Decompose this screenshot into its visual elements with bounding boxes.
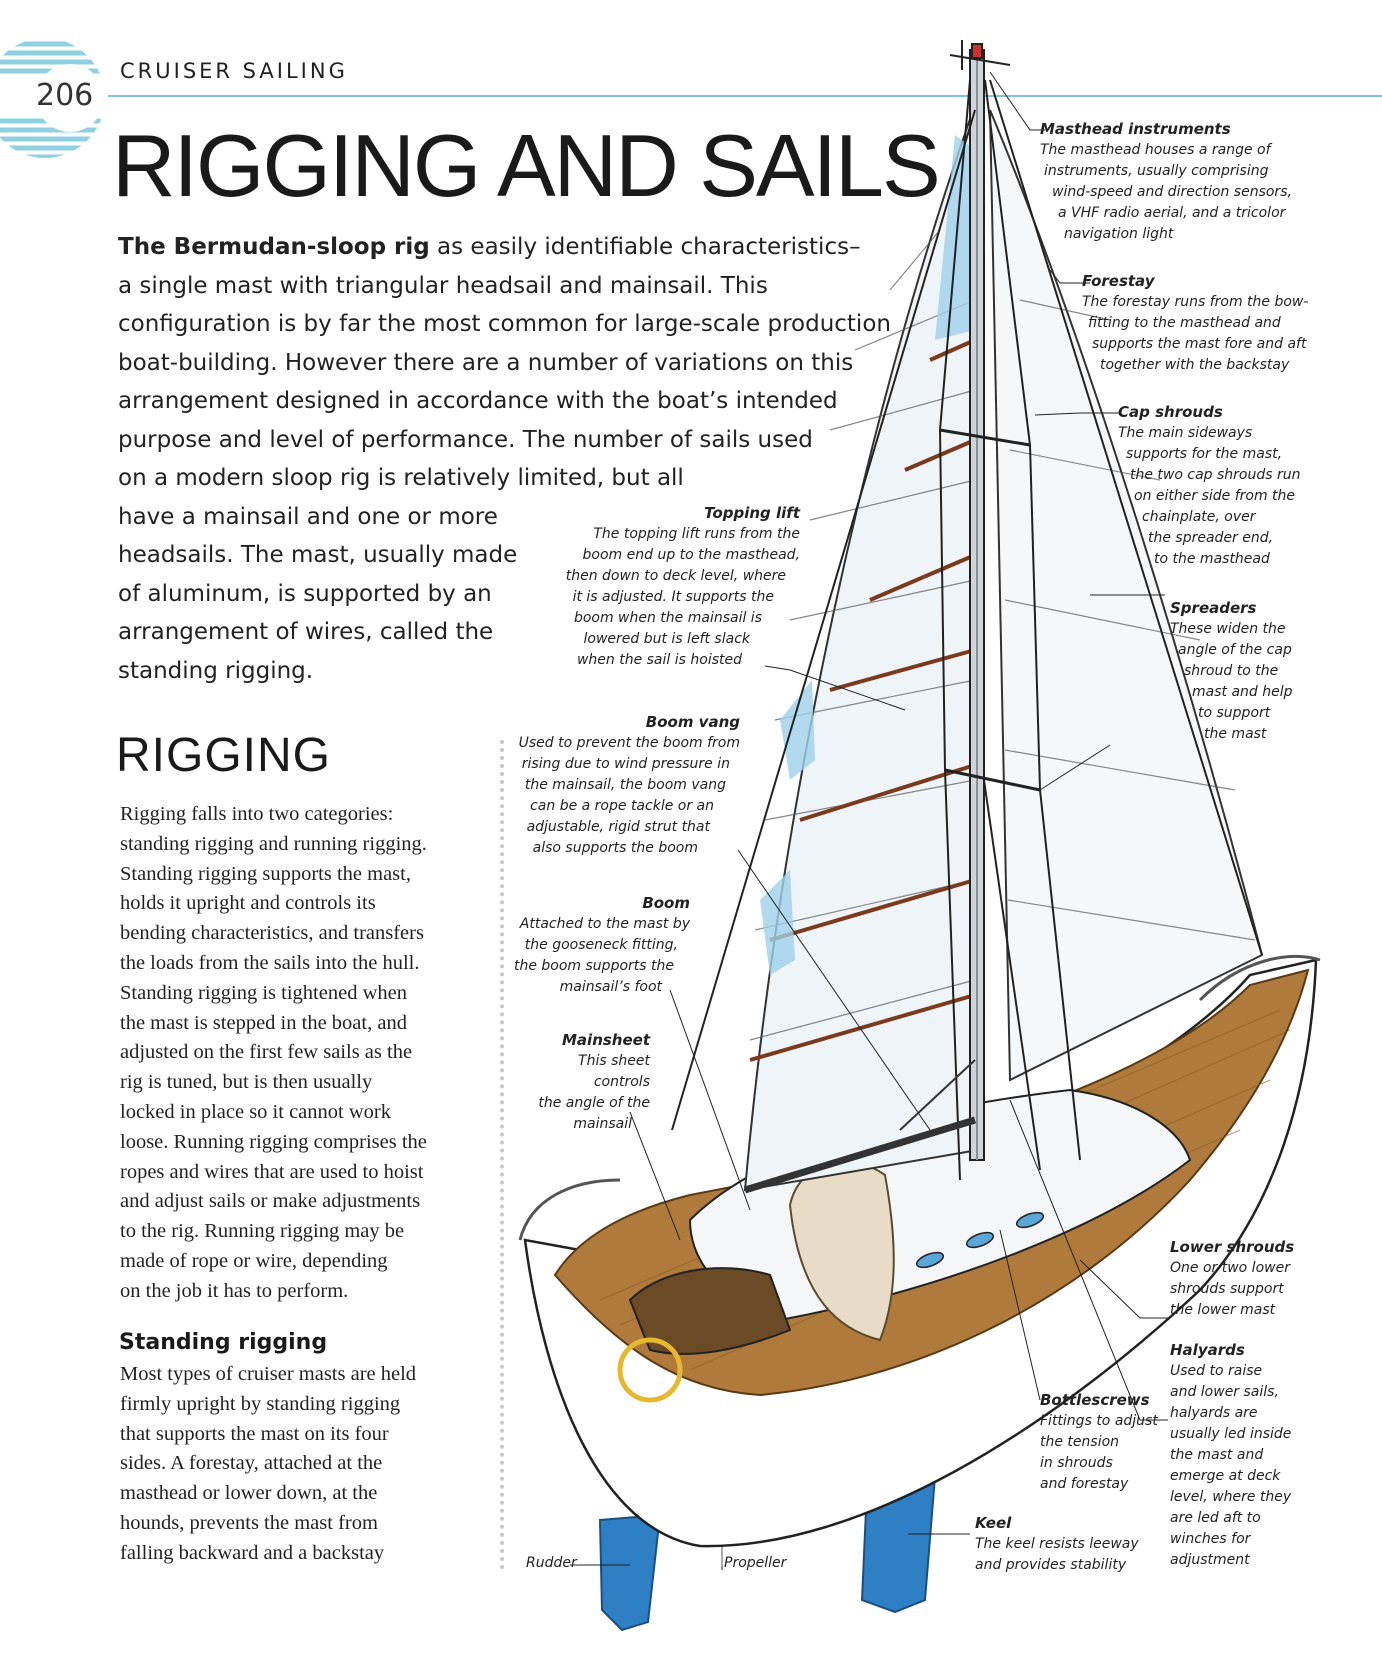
body-line: to the rig. Running rigging may be: [120, 1220, 405, 1243]
label-spreaders: Spreaders These widen the angle of the c…: [1170, 599, 1293, 742]
body-line: Standing rigging supports the mast,: [120, 862, 411, 885]
label-forestay: Forestay The forestay runs from the bow-…: [1082, 272, 1309, 373]
label-mainsheet: Mainsheet This sheet controls the angle …: [538, 1031, 650, 1132]
body-line: the mast is stepped in the boat, and: [120, 1011, 407, 1034]
intro-line: arrangement designed in accordance with …: [118, 388, 838, 414]
label-cap-shrouds: Cap shrouds The main sideways supports f…: [1118, 403, 1301, 567]
intro-line: boat-building. However there are a numbe…: [118, 349, 854, 376]
body-line: rig is tuned, but is then usually: [120, 1071, 373, 1094]
body-line: and adjust sails or make adjustments: [120, 1190, 421, 1213]
intro-line: of aluminum, is supported by an: [118, 580, 492, 607]
body-line: Standing rigging is tightened when: [120, 981, 407, 1004]
label-rudder: Rudder: [526, 1555, 577, 1571]
body-line: made of rope or wire, depending: [120, 1249, 388, 1272]
section-title: CRUISER SAILING: [120, 59, 348, 83]
label-keel: Keel The keel resists leeway and provide…: [975, 1514, 1139, 1573]
intro-line: on a modern sloop rig is relatively limi…: [118, 465, 684, 491]
body-line: firmly upright by standing rigging: [120, 1392, 401, 1415]
body-line: standing rigging and running rigging.: [120, 832, 427, 855]
body-line: masthead or lower down, at the: [120, 1482, 378, 1505]
intro-line: standing rigging.: [118, 657, 314, 684]
body-line: holds it upright and controls its: [120, 892, 376, 915]
cockpit: [628, 1267, 792, 1355]
label-boom: Boom Attached to the mast by the goosene…: [513, 894, 690, 995]
intro-line: The Bermudan-sloop rig as easily identif…: [118, 234, 861, 260]
label-lower-shrouds: Lower shrouds One or two lower shrouds s…: [1170, 1238, 1295, 1318]
body-line: that supports the mast on its four: [120, 1422, 389, 1445]
body-line: Most types of cruiser masts are held: [120, 1363, 417, 1385]
body-line: hounds, prevents the mast from: [120, 1511, 378, 1534]
label-masthead-instruments: Masthead instruments The masthead houses…: [1040, 120, 1292, 242]
rudder-blade: [598, 1513, 662, 1632]
intro-line: have a mainsail and one or more: [118, 503, 498, 530]
intro-line: arrangement of wires, called the: [118, 619, 494, 645]
standing-rigging-heading: Standing rigging: [119, 1330, 328, 1355]
label-halyards: Halyards Used to raise and lower sails, …: [1170, 1341, 1292, 1568]
body-line: Rigging falls into two categories:: [120, 803, 394, 825]
intro-lead: The Bermudan-sloop rig: [118, 234, 430, 260]
page-number: 206: [36, 78, 94, 113]
wheel: [617, 1337, 683, 1403]
rigging-heading: RIGGING: [116, 729, 332, 782]
body-line: adjusted on the first few sails as the: [120, 1041, 413, 1064]
body-line: bending characteristics, and transfers: [120, 922, 424, 945]
body-line: loose. Running rigging comprises the: [120, 1130, 427, 1153]
intro-line: headsails. The mast, usually made: [118, 542, 518, 568]
body-line: the loads from the sails into the hull.: [120, 951, 420, 974]
intro-paragraph: The Bermudan-sloop rig as easily identif…: [118, 228, 891, 690]
intro-line: a single mast with triangular headsail a…: [118, 272, 768, 299]
page-title: RIGGING AND SAILS: [112, 116, 941, 215]
body-line: locked in place so it cannot work: [120, 1100, 391, 1123]
standing-rigging-paragraph: Most types of cruiser masts are held fir…: [120, 1360, 500, 1569]
header-rule: [108, 95, 1382, 97]
forestay-line: [989, 79, 1263, 956]
label-propeller: Propeller: [724, 1555, 787, 1571]
boom: [743, 1116, 977, 1194]
body-line: on the job it has to perform.: [120, 1279, 349, 1302]
rigging-paragraph: Rigging falls into two categories: stand…: [120, 800, 500, 1307]
label-bottlescrews: Bottlescrews Fittings to adjust the tens…: [1040, 1391, 1158, 1492]
label-boom-vang: Boom vang Used to prevent the boom from …: [518, 713, 740, 856]
body-line: falling backward and a backstay: [120, 1541, 385, 1564]
label-topping-lift: Topping lift The topping lift runs from …: [565, 504, 800, 668]
body-line: sides. A forestay, attached at the: [120, 1452, 383, 1475]
page-number-disc: [0, 38, 105, 158]
intro-line: configuration is by far the most common …: [118, 311, 891, 337]
body-line: ropes and wires that are used to hoist: [120, 1160, 424, 1183]
column-divider: [500, 740, 504, 1570]
intro-line: purpose and level of performance. The nu…: [118, 426, 813, 453]
